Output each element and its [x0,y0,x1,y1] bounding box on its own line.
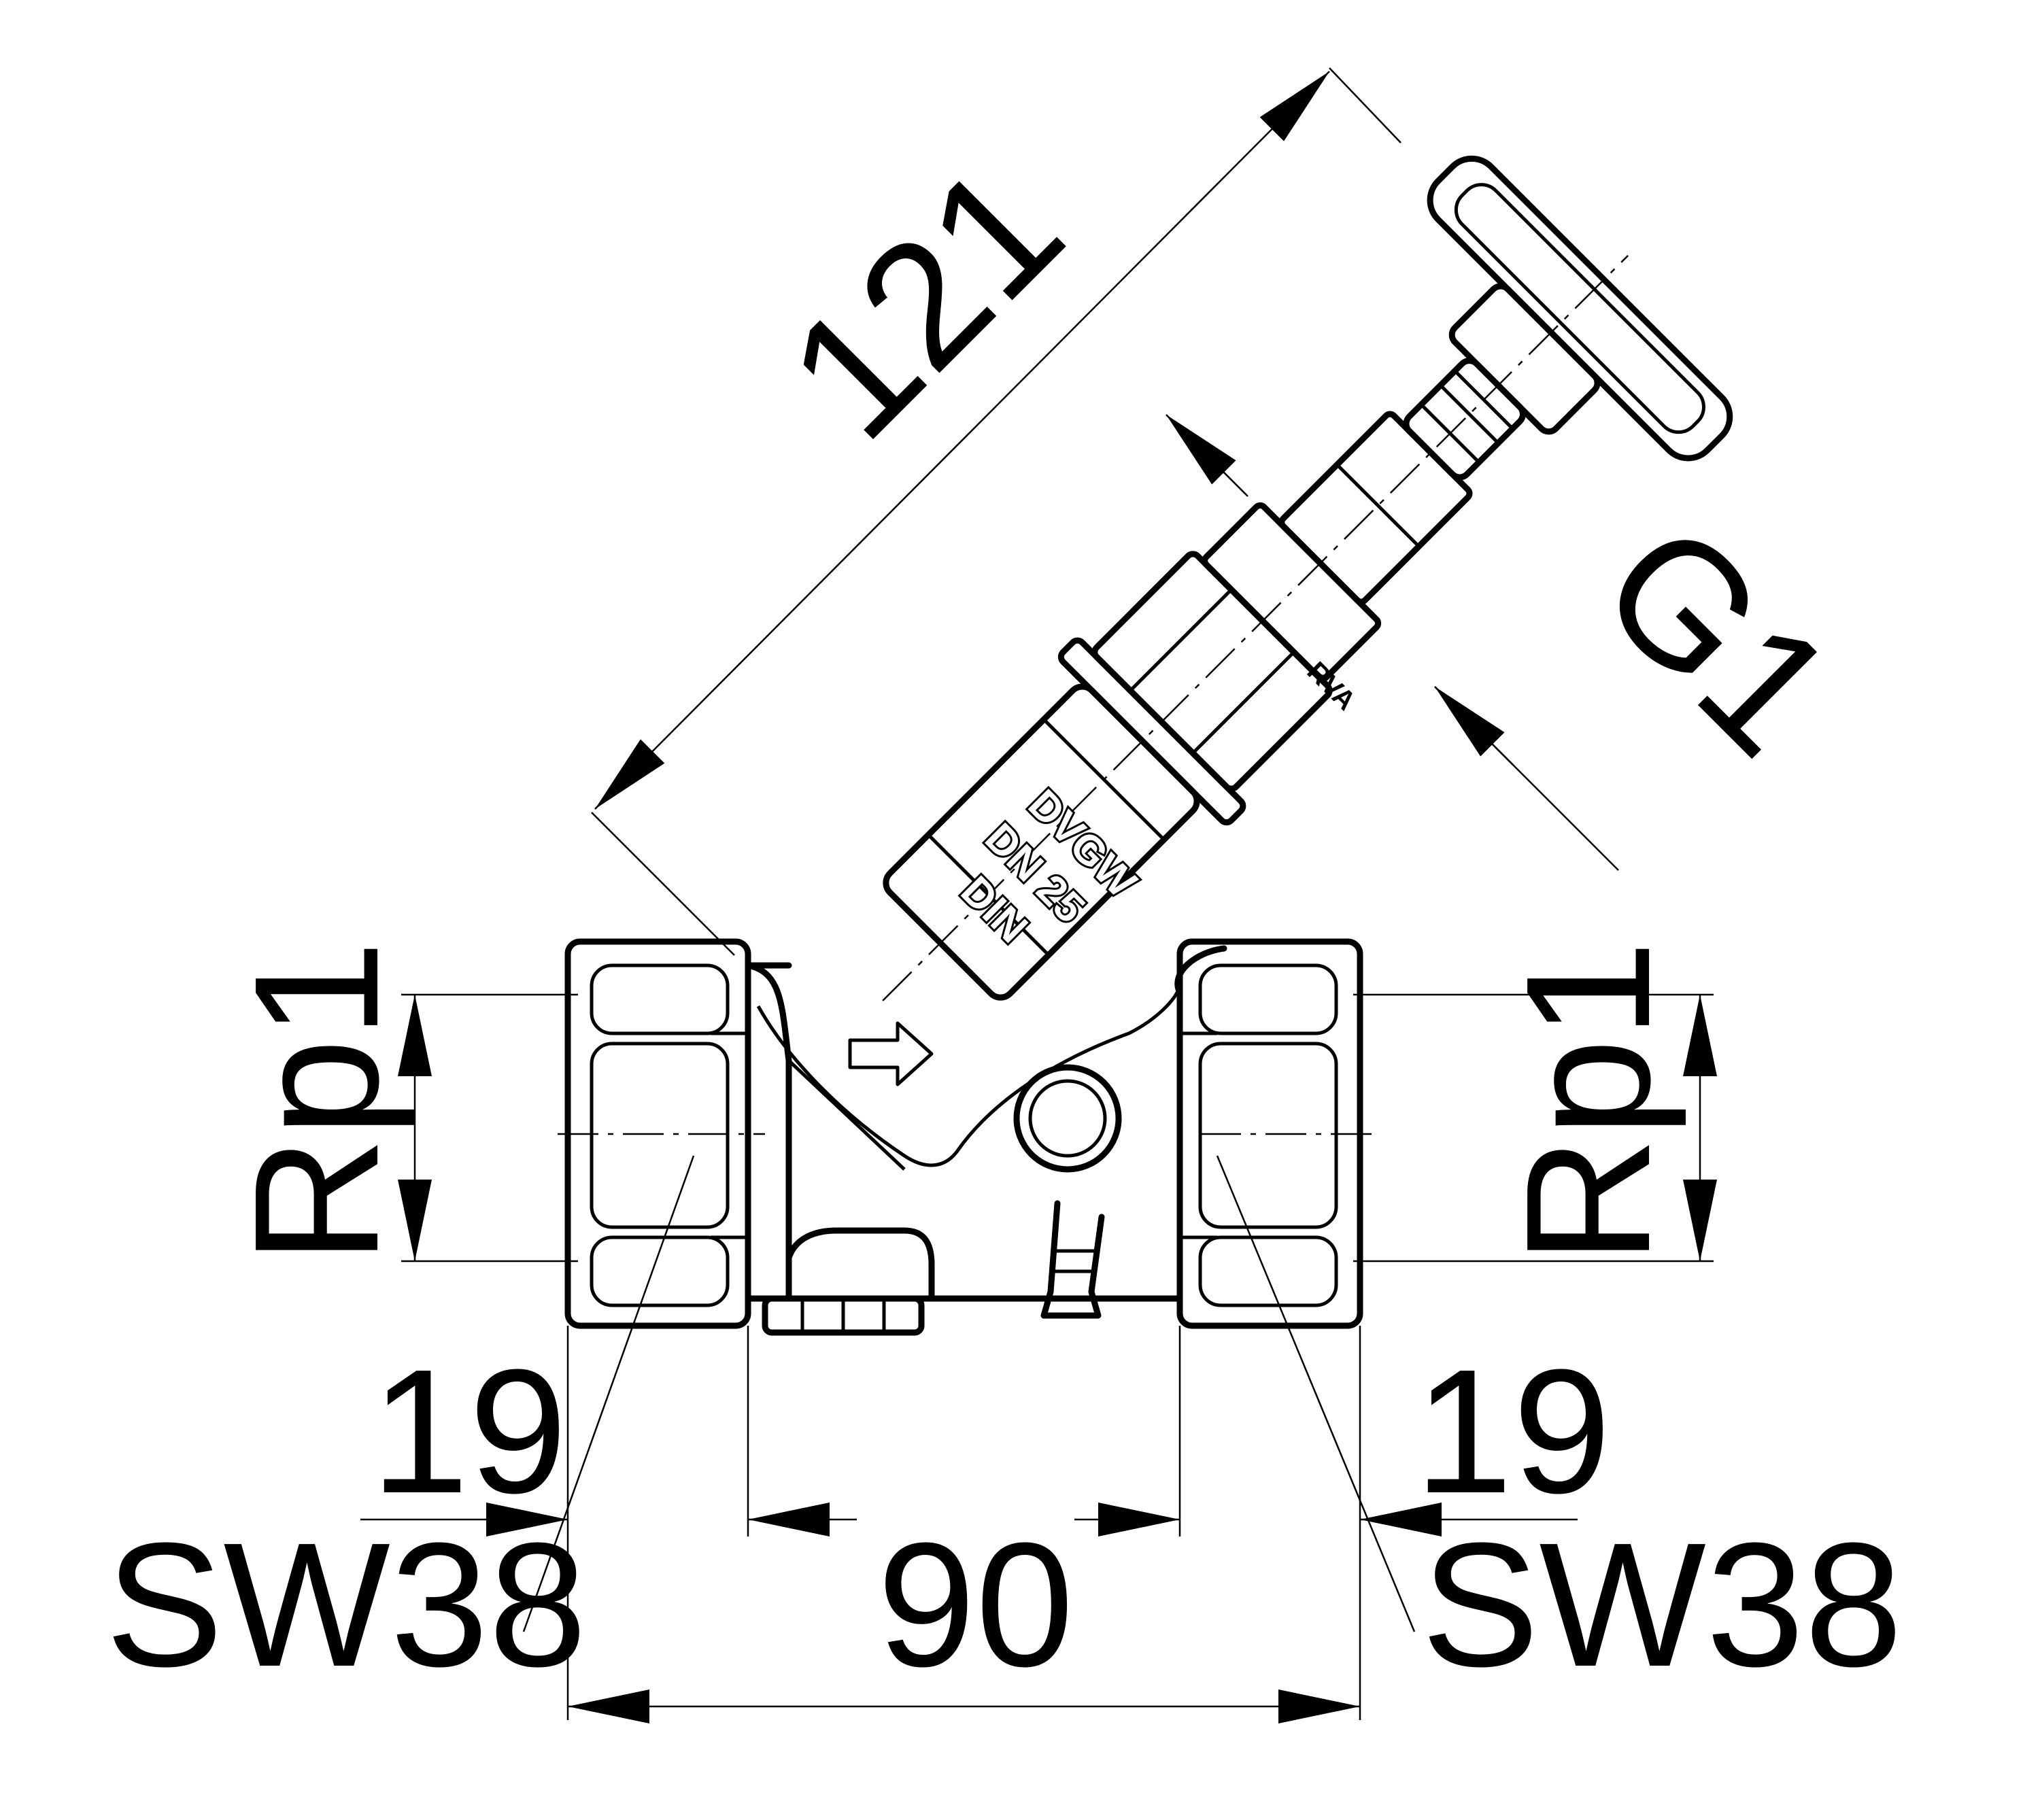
dimension-rp1-left-label: Rp1 [218,940,416,1265]
dimension-g1: G1 [1166,414,1871,871]
dimension-90: 90 [568,1507,1360,1723]
dimension-g1-label: G1 [1564,486,1870,792]
dimension-121: 121 [591,67,1401,956]
flow-direction-icon [848,1021,934,1086]
dimension-rp1-left: Rp1 [218,940,578,1265]
dimension-121-label: 121 [751,128,1100,476]
body-marking: DVGW DN 25 DIN [950,778,1148,954]
wrench-size-left-label: SW38 [105,1507,587,1704]
dimension-19-left-label: 19 [371,1333,567,1530]
valve-body [745,945,1227,1336]
dimension-rp1-right-label: Rp1 [1490,940,1688,1265]
dimension-19-left: 19 [360,1333,857,1536]
leader-sw38-right: SW38 [1216,1155,1903,1704]
dimension-19-right-label: 19 [1414,1333,1611,1530]
dimension-rp1-right: Rp1 [1353,940,1717,1265]
dimension-19-right: 19 [1074,1333,1611,1536]
wrench-size-right-label: SW38 [1421,1507,1903,1704]
dimension-90-label: 90 [877,1507,1074,1704]
leader-sw38-left: SW38 [105,1155,695,1704]
